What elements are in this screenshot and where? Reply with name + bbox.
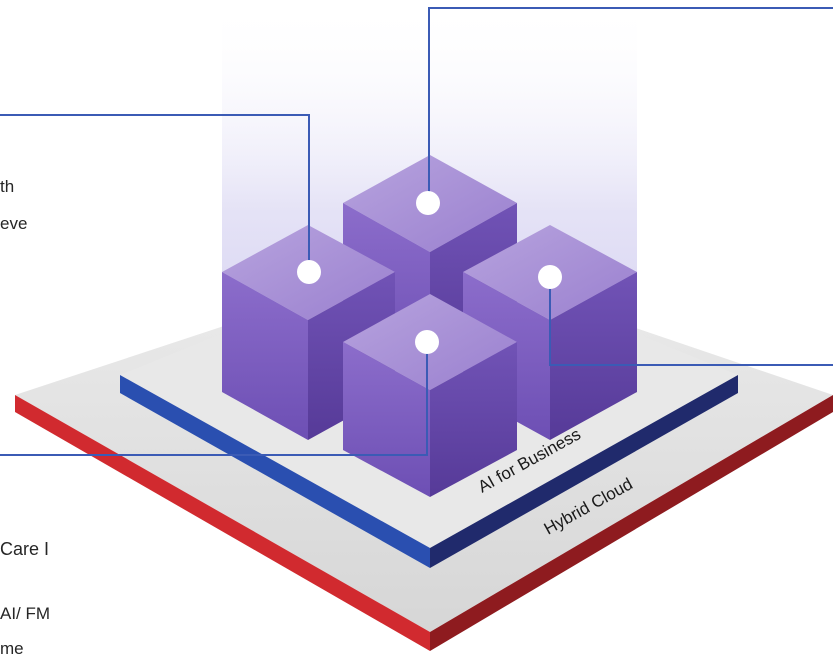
connector-line-right: [549, 277, 833, 366]
connector-line-left: [0, 114, 310, 272]
left-text-line-1: th: [0, 177, 15, 196]
bottom-left-text-line-2: me: [0, 639, 24, 658]
left-text-line-2: eve: [0, 214, 28, 233]
callout-dot-left-cube[interactable]: [297, 260, 321, 284]
callout-dot-front-cube[interactable]: [415, 330, 439, 354]
callout-dot-right-cube[interactable]: [538, 265, 562, 289]
bottom-left-title: Care I: [0, 539, 50, 559]
bottom-left-text-line-1: AI/ FM: [0, 604, 51, 623]
connector-line-front: [0, 342, 428, 456]
connector-line-top: [428, 7, 833, 203]
cube-front: [343, 294, 517, 497]
callout-dot-top-cube[interactable]: [416, 191, 440, 215]
